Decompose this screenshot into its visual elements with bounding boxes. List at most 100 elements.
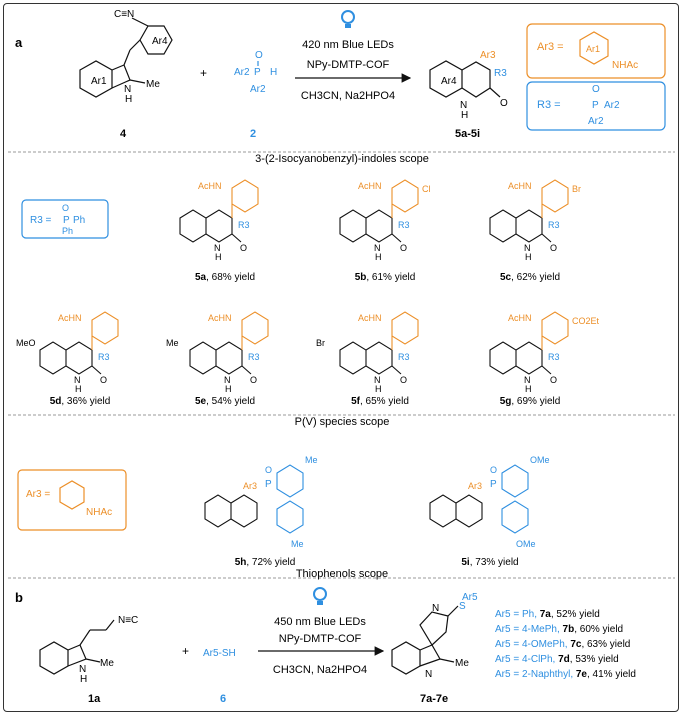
svg-text:Cl: Cl	[422, 184, 431, 194]
svg-text:H: H	[461, 110, 468, 121]
svg-text:AcHN: AcHN	[58, 313, 82, 323]
reactant-1a-number: 1a	[88, 693, 101, 705]
ar3-pv-box	[17, 469, 127, 531]
svg-text:N: N	[460, 100, 467, 111]
svg-text:O: O	[255, 50, 263, 61]
conditions-b-light: 450 nm Blue LEDs	[274, 616, 366, 628]
yield-label-5f: 5f, 65% yield	[351, 396, 409, 407]
nh-label: N	[124, 84, 131, 95]
svg-text:O: O	[265, 465, 272, 475]
yield-label-5g: 5g, 69% yield	[500, 396, 561, 407]
reactant-4-structure	[79, 17, 173, 98]
svg-text:H: H	[525, 252, 532, 262]
section-header-indoles: 3-(2-Isocyanobenzyl)-indoles scope	[255, 153, 429, 165]
svg-text:P: P	[265, 479, 272, 490]
isocyanide-label: C≡N	[114, 9, 134, 20]
svg-text:Ar1: Ar1	[586, 44, 600, 54]
svg-text:Ar3: Ar3	[468, 481, 482, 491]
ar3-def-nhac: NHAc	[612, 60, 638, 71]
svg-text:N: N	[524, 375, 531, 385]
svg-text:H: H	[525, 384, 532, 394]
svg-text:N: N	[425, 669, 432, 680]
svg-text:Me: Me	[305, 455, 318, 465]
svg-text:Ar2: Ar2	[234, 67, 250, 78]
conditions-b-solvent: CH3CN, Na2HPO4	[273, 664, 367, 676]
svg-text:NHAc: NHAc	[86, 507, 112, 518]
result-row-7d: Ar5 = 4-ClPh, 7d, 53% yield	[495, 654, 619, 665]
yield-label-5h: 5h, 72% yield	[235, 557, 296, 568]
lightbulb-icon-b	[313, 587, 327, 605]
ar3-def-lhs: Ar3 =	[537, 41, 564, 53]
reactant-4-number: 4	[120, 128, 127, 140]
svg-text:CO2Et: CO2Et	[572, 316, 600, 326]
svg-text:O: O	[550, 243, 557, 253]
svg-text:O: O	[100, 375, 107, 385]
section-header-thiophenols: Thiophenols scope	[296, 568, 388, 580]
svg-text:Ar2: Ar2	[604, 100, 620, 111]
svg-text:Me: Me	[455, 658, 469, 669]
figure-frame	[3, 3, 679, 712]
ar3-definition-box	[526, 23, 666, 79]
yield-label-5i: 5i, 73% yield	[461, 557, 518, 568]
result-row-7e: Ar5 = 2-Naphthyl, 7e, 41% yield	[495, 669, 636, 680]
product-o: O	[500, 98, 508, 109]
svg-text:AcHN: AcHN	[358, 313, 382, 323]
svg-text:R3: R3	[398, 352, 410, 362]
svg-text:O: O	[490, 465, 497, 475]
svg-text:R3: R3	[98, 352, 110, 362]
ar4-label: Ar4	[152, 36, 168, 47]
svg-text:R3 =: R3 =	[30, 215, 52, 226]
product-r3: R3	[494, 68, 507, 79]
svg-text:R3: R3	[548, 352, 560, 362]
svg-text:O: O	[400, 375, 407, 385]
svg-text:AcHN: AcHN	[508, 181, 532, 191]
ar1-label: Ar1	[91, 76, 107, 87]
svg-text:O: O	[550, 375, 557, 385]
svg-text:O: O	[62, 203, 69, 213]
product-5-structure	[429, 60, 501, 98]
svg-text:OMe: OMe	[516, 539, 536, 549]
yield-label-5d: 5d, 36% yield	[50, 396, 111, 407]
svg-text:OMe: OMe	[530, 455, 550, 465]
svg-text:N: N	[524, 243, 531, 253]
product-7-number: 7a-7e	[420, 693, 448, 705]
svg-text:H: H	[80, 674, 87, 685]
svg-text:Me: Me	[100, 658, 114, 669]
svg-text:Me: Me	[166, 338, 179, 348]
svg-text:H: H	[125, 94, 132, 105]
svg-text:Ar3: Ar3	[243, 481, 257, 491]
svg-text:O: O	[240, 243, 247, 253]
plus-sign-a: +	[200, 66, 207, 80]
r3-ph-box	[21, 199, 109, 239]
svg-text:Br: Br	[316, 338, 325, 348]
svg-text:N: N	[374, 243, 381, 253]
svg-text:R3: R3	[248, 352, 260, 362]
svg-text:Ar3 =: Ar3 =	[26, 489, 50, 500]
svg-text:R3: R3	[238, 220, 250, 230]
product-7-structure	[391, 605, 459, 675]
svg-text:S: S	[459, 601, 466, 612]
result-row-7a: Ar5 = Ph, 7a, 52% yield	[495, 609, 600, 620]
svg-text:AcHN: AcHN	[508, 313, 532, 323]
r3-def-lhs: R3 =	[537, 99, 561, 111]
conditions-catalyst: NPy-DMTP-COF	[307, 59, 390, 71]
me-label: Me	[146, 79, 160, 90]
svg-text:O: O	[250, 375, 257, 385]
svg-text:N≡C: N≡C	[118, 615, 138, 626]
svg-text:Ar5: Ar5	[462, 592, 478, 603]
reactant-2-structure: Ar2 P H Ar2 O	[234, 50, 277, 95]
svg-text:H: H	[270, 67, 277, 78]
svg-text:Br: Br	[572, 184, 581, 194]
yield-label-5a: 5a, 68% yield	[195, 272, 255, 283]
